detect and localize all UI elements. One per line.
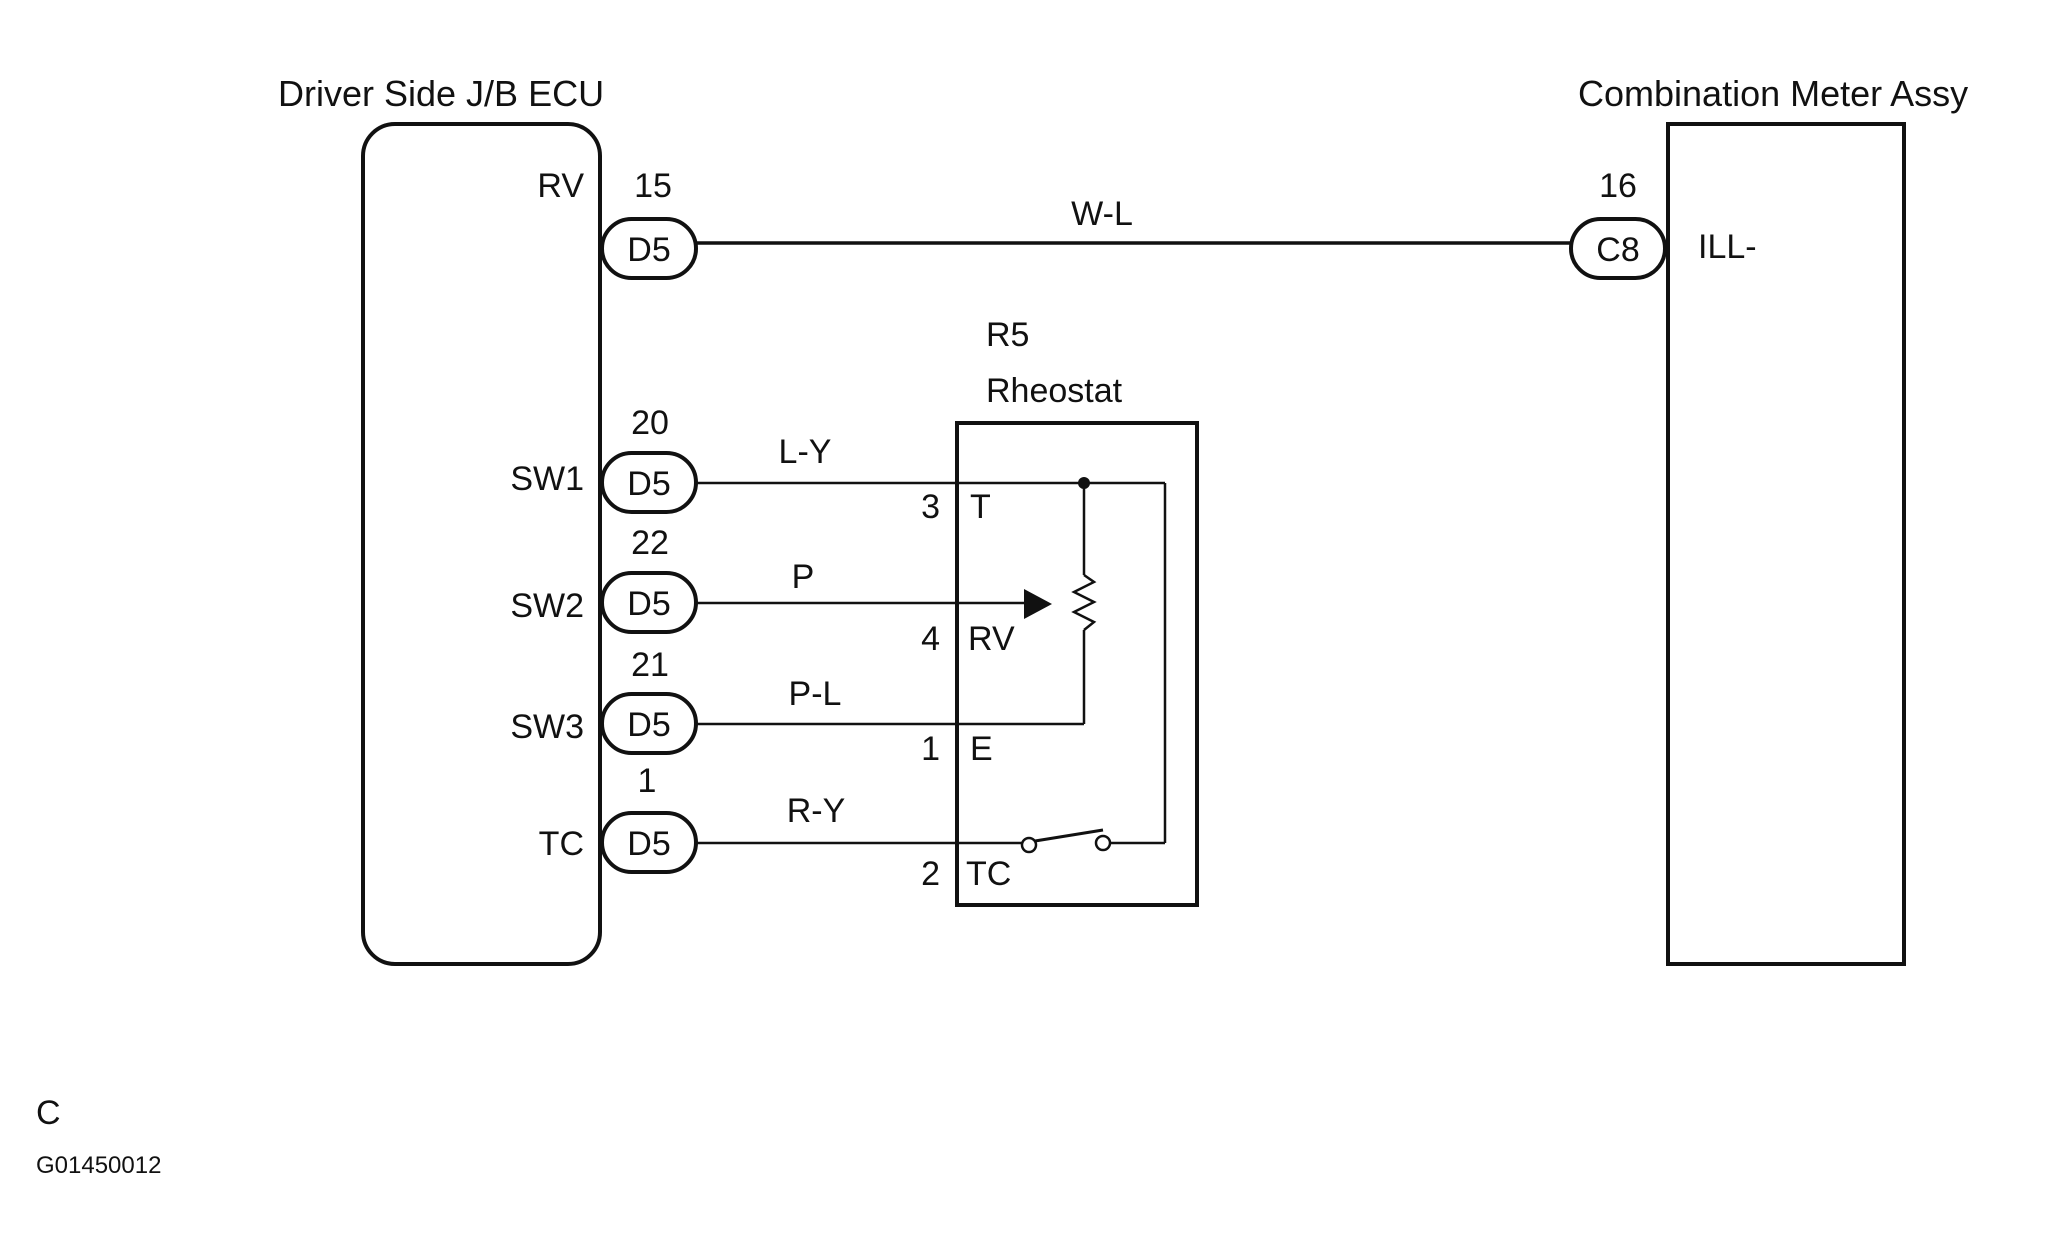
tc-circuit: TC 1 D5 R-Y 2 TC — [539, 483, 1167, 893]
connector-d5-tc-label: D5 — [627, 825, 670, 863]
ecu-pin-number-20: 20 — [631, 404, 669, 442]
wire-color-l-y: L-Y — [779, 433, 832, 471]
meter-pin-number-16: 16 — [1599, 167, 1637, 205]
switch-contact-right — [1094, 834, 1112, 852]
connector-c8-label: C8 — [1596, 231, 1639, 269]
rheostat-terminal-1: 1 — [921, 730, 940, 768]
ecu-pin-label-sw2: SW2 — [510, 587, 584, 625]
ecu-pin-number-21: 21 — [631, 646, 669, 684]
sw2-circuit: SW2 22 D5 P 4 RV — [510, 524, 1052, 658]
connector-d5-sw1-label: D5 — [627, 465, 670, 503]
wire-color-r-y: R-Y — [787, 792, 846, 830]
wire-color-p: P — [792, 558, 815, 596]
meter-title: Combination Meter Assy — [1578, 73, 1968, 114]
connector-d5-rv-label: D5 — [627, 231, 670, 269]
rheostat-terminal-tc: TC — [966, 855, 1011, 893]
sw3-circuit: SW3 21 D5 P-L 1 E — [510, 646, 1084, 768]
rv-circuit: RV 15 D5 W-L 16 C8 ILL- — [537, 167, 1757, 280]
ecu-title: Driver Side J/B ECU — [278, 73, 604, 114]
connector-d5-sw2-label: D5 — [627, 585, 670, 623]
ecu-pin-label-sw1: SW1 — [510, 460, 584, 498]
meter-pin-label-ill: ILL- — [1698, 228, 1757, 266]
rheostat-name: Rheostat — [986, 372, 1123, 410]
switch-contact-left — [1020, 836, 1038, 854]
rheostat-terminal-t: T — [970, 488, 991, 526]
rheostat-resistor — [1071, 477, 1097, 724]
ecu-box — [361, 122, 602, 966]
rheostat-terminal-3: 3 — [921, 488, 940, 526]
footer-code: G01450012 — [36, 1152, 161, 1179]
wire-color-p-l: P-L — [789, 675, 842, 713]
connector-d5-rv — [600, 217, 698, 280]
sw1-circuit: SW1 20 D5 L-Y 3 T — [510, 404, 1165, 526]
rheostat-wiper-arrow — [1024, 589, 1052, 619]
rheostat-terminal-e: E — [970, 730, 993, 768]
rheostat-ref: R5 — [986, 316, 1029, 354]
connector-d5-sw3-label: D5 — [627, 706, 670, 744]
wire-color-w-l: W-L — [1071, 195, 1133, 233]
ecu-pin-number-15: 15 — [634, 167, 672, 205]
rheostat-terminal-rv: RV — [968, 620, 1015, 658]
connector-c8 — [1569, 217, 1667, 280]
ecu-pin-number-22: 22 — [631, 524, 669, 562]
meter-box — [1666, 122, 1906, 966]
rheostat-box — [955, 421, 1199, 907]
switch-blade — [1034, 828, 1104, 843]
rheostat-terminal-4: 4 — [921, 620, 940, 658]
footer-letter: C — [36, 1094, 61, 1132]
ecu-pin-label-tc: TC — [539, 825, 584, 863]
ecu-pin-label-sw3: SW3 — [510, 708, 584, 746]
ecu-pin-number-1: 1 — [638, 762, 657, 800]
rheostat-terminal-2: 2 — [921, 855, 940, 893]
ecu-pin-label-rv: RV — [537, 167, 584, 205]
junction-dot — [1078, 477, 1090, 489]
